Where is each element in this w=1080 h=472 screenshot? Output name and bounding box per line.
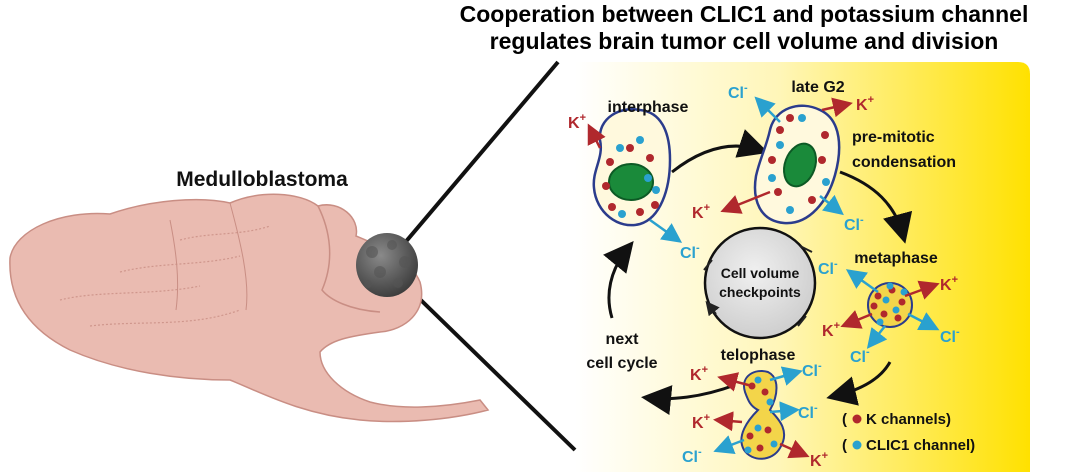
ion-label-cl: Cl- <box>818 258 838 278</box>
checkpoint-label-line2: checkpoints <box>719 284 801 300</box>
checkpoint-label-line1: Cell volume <box>721 265 800 281</box>
ion-label-cl: Cl- <box>850 346 870 366</box>
ion-labels: K+ Cl- Cl- K+ K+ Cl- Cl- K+ K+ Cl- Cl- K… <box>568 82 960 470</box>
stage-label-metaphase: metaphase <box>854 250 938 267</box>
ion-label-cl: Cl- <box>940 326 960 346</box>
tumor-label: Medulloblastoma <box>176 168 348 191</box>
ion-label-cl: Cl- <box>802 360 822 380</box>
stage-label-premitotic-line2: condensation <box>852 154 956 171</box>
ion-label-cl: Cl- <box>844 214 864 234</box>
figure-title-line1: Cooperation between CLIC1 and potassium … <box>460 1 1029 27</box>
zoom-line-bottom <box>390 270 577 452</box>
figure-title-line2: regulates brain tumor cell volume and di… <box>490 28 999 54</box>
ion-label-cl: Cl- <box>798 402 818 422</box>
stage-label-telophase: telophase <box>721 347 796 364</box>
legend-paren-clic: ( <box>842 437 847 454</box>
stage-label-next-line2: cell cycle <box>586 355 657 372</box>
cell-late-g2 <box>753 104 841 225</box>
ion-label-k: K+ <box>810 450 828 470</box>
ion-label-cl: Cl- <box>728 82 748 102</box>
legend-k-label: K channels) <box>866 411 951 428</box>
ion-label-cl: Cl- <box>682 446 702 466</box>
ion-label-k: K+ <box>692 412 710 432</box>
ion-flux-arrows <box>587 96 940 459</box>
legend-paren-k: ( <box>842 411 847 428</box>
cell-interphase <box>592 108 672 227</box>
ion-label-cl: Cl- <box>680 242 700 262</box>
tumor-mass <box>356 233 418 297</box>
stage-label-premitotic-line1: pre-mitotic <box>852 129 935 146</box>
zoom-line-top <box>390 60 560 260</box>
ion-label-k: K+ <box>692 202 710 222</box>
cell-metaphase <box>867 282 913 328</box>
cell-telophase <box>740 370 786 460</box>
checkpoint-circle: Cell volume checkpoints <box>704 226 817 340</box>
legend-clic1-label: CLIC1 channel) <box>866 437 975 454</box>
legend-clic1-marker <box>852 440 862 450</box>
stage-label-late-g2: late G2 <box>791 79 844 96</box>
ion-label-k: K+ <box>940 274 958 294</box>
ion-label-k: K+ <box>822 320 840 340</box>
ion-label-k: K+ <box>568 112 586 132</box>
stage-label-interphase: interphase <box>608 99 689 116</box>
legend: ( K channels) ( CLIC1 channel) <box>842 411 975 454</box>
stage-label-next-line1: next <box>606 331 640 348</box>
ion-label-k: K+ <box>690 364 708 384</box>
ion-label-k: K+ <box>856 94 874 114</box>
legend-k-marker <box>852 414 862 424</box>
